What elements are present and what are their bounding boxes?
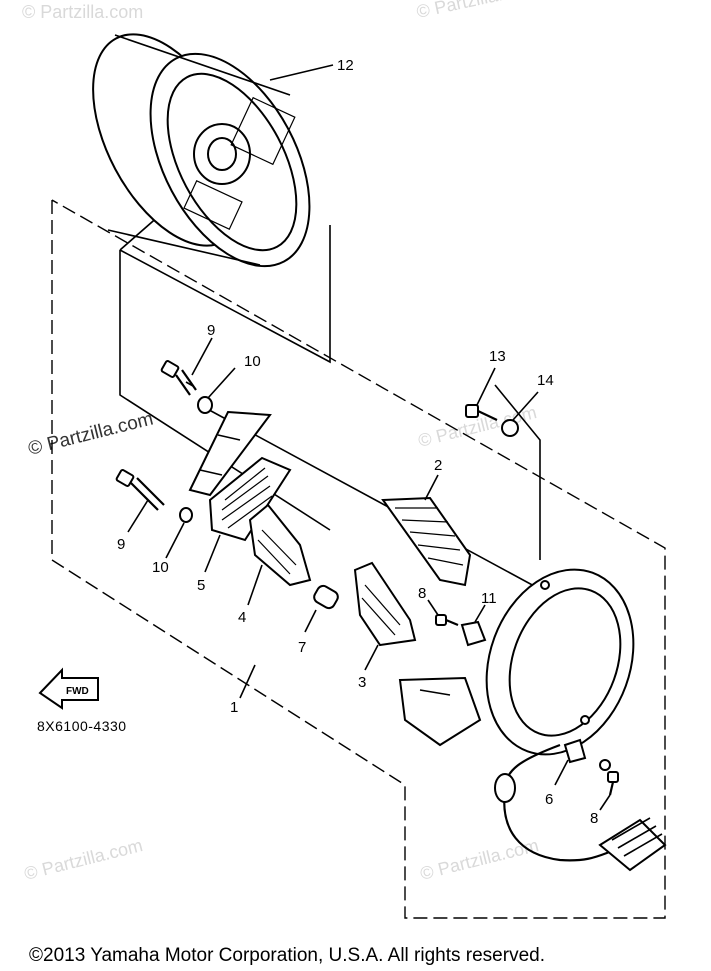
callout-6: 6 <box>545 791 553 808</box>
callout-3: 3 <box>358 674 366 691</box>
leader-1 <box>239 664 256 699</box>
wire-clamp-6 <box>563 738 611 771</box>
screw-13 <box>465 404 498 421</box>
callout-10-upper: 10 <box>244 353 261 370</box>
watermark-bottom-right: © Partzilla.com <box>418 835 541 884</box>
screw-8-lower <box>607 771 619 796</box>
leader-7 <box>304 609 317 633</box>
washer-10-upper <box>197 396 213 414</box>
leader-12 <box>269 64 334 81</box>
callout-7: 7 <box>298 639 306 656</box>
washer-14 <box>501 419 519 437</box>
assembly-boundary <box>51 199 666 919</box>
leader-10-upper <box>207 367 236 399</box>
leader-14 <box>512 391 539 421</box>
charge-coil-3 <box>353 561 417 647</box>
leader-9-lower <box>127 499 149 533</box>
rotor-frame-line-2 <box>119 225 331 364</box>
leader-8-upper <box>427 599 439 616</box>
callout-8-lower: 8 <box>590 810 598 827</box>
bolt-9-lower <box>115 469 165 511</box>
bolt-9-upper <box>160 360 197 396</box>
leader-10-lower <box>165 522 185 559</box>
watermark-mid-left: © Partzilla.com <box>26 409 155 460</box>
leader-2 <box>424 474 439 501</box>
watermark-top-left: © Partzilla.com <box>22 2 143 22</box>
leader-6 <box>554 759 569 786</box>
fwd-arrow-icon: FWD <box>38 667 99 710</box>
screw-8-upper <box>435 614 459 627</box>
callout-14: 14 <box>537 372 554 389</box>
leader-11 <box>474 604 486 623</box>
callout-5: 5 <box>197 577 205 594</box>
callout-11: 11 <box>481 590 497 607</box>
leader-9-upper <box>191 337 213 376</box>
clamp-11 <box>460 620 487 647</box>
leader-13 <box>476 367 496 406</box>
callout-1: 1 <box>230 699 238 716</box>
callout-9-upper: 9 <box>207 322 215 339</box>
copyright-text: ©2013 Yamaha Motor Corporation, U.S.A. A… <box>29 945 545 966</box>
callout-10-lower: 10 <box>152 559 169 576</box>
flywheel-rotor <box>92 33 311 268</box>
leader-4 <box>247 564 263 606</box>
stator-coil-2 <box>381 496 472 587</box>
callout-13: 13 <box>489 348 506 365</box>
callout-8-upper: 8 <box>418 585 426 602</box>
stator-base-plate <box>398 568 635 756</box>
callout-9-lower: 9 <box>117 536 125 553</box>
washer-10-lower <box>179 507 193 523</box>
coil-frame-line-2 <box>494 384 541 560</box>
grommet-7 <box>313 584 339 610</box>
fwd-label: FWD <box>66 686 89 697</box>
callout-4: 4 <box>238 609 246 626</box>
callout-12: 12 <box>337 57 354 74</box>
coil-frame-line <box>199 404 561 601</box>
wiring-harness <box>494 743 667 872</box>
leader-5 <box>204 534 221 573</box>
callout-2: 2 <box>434 457 442 474</box>
pickup-coil-4 <box>248 503 312 587</box>
leader-3 <box>364 644 379 671</box>
diagram-code: 8X6100-4330 <box>37 718 127 734</box>
bracket-plate <box>188 410 272 497</box>
watermark-bottom-left: © Partzilla.com <box>22 835 145 884</box>
watermark-top-right: © Partzilla.com <box>415 0 538 22</box>
ignition-coil-5 <box>208 456 292 542</box>
leader-8-lower <box>599 794 611 811</box>
